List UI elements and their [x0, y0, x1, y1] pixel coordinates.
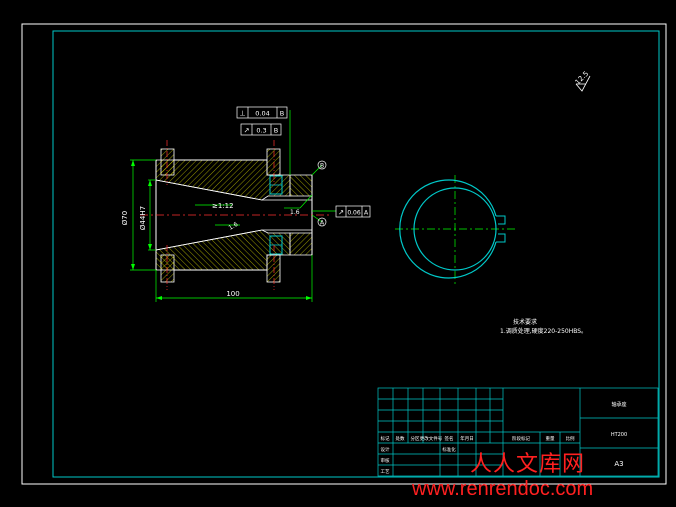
tb-label-5: 年月日 — [460, 435, 474, 442]
svg-text:0.06: 0.06 — [347, 210, 361, 217]
tolerance-frame-3: ↗ 0.06 A — [335, 205, 371, 218]
dim-taper: ≥1:12 — [212, 202, 234, 210]
tb-label-11: 审核 — [381, 457, 390, 464]
outer-ring — [399, 179, 497, 279]
dim-chamfer-2: 1.6 — [290, 209, 300, 216]
inner-frame — [52, 30, 660, 478]
tb-label-1: 处数 — [396, 435, 405, 442]
dim-length: 100 — [226, 290, 239, 298]
watermark-cn: 人人文库网 — [470, 452, 586, 477]
section-view — [140, 140, 330, 290]
svg-text:0.04: 0.04 — [255, 110, 269, 118]
tb-label-2: 分区 — [411, 435, 420, 442]
svg-text:A: A — [320, 220, 325, 227]
dim-bore: Ø44H7 — [139, 206, 147, 230]
datum-a: A — [317, 217, 327, 227]
tolerance-frame-2: ↗ 0.3 B — [240, 123, 282, 136]
inner-ring — [413, 187, 497, 271]
svg-text:⊥: ⊥ — [239, 110, 245, 118]
right-flange-bottom — [266, 254, 281, 283]
datum-b: B — [317, 160, 327, 170]
tb-material: HT200 — [611, 432, 627, 438]
tb-label-6: 设计 — [381, 446, 390, 453]
notes-line: 1.调质处理,硬度220-250HBS。 — [500, 327, 587, 335]
notes-title: 技术要求 — [513, 318, 537, 326]
right-boss-lower — [289, 232, 313, 256]
dim-outer-diameter: Ø70 — [121, 211, 129, 225]
svg-text:B: B — [280, 110, 284, 118]
tb-label-10: 比例 — [566, 435, 575, 442]
dimensions — [130, 110, 336, 302]
svg-text:0.3: 0.3 — [256, 127, 266, 135]
tb-sheet-size: A3 — [614, 460, 623, 468]
tb-label-4: 签名 — [445, 435, 454, 442]
dim-chamfer: 1.6 — [228, 221, 240, 232]
tb-label-0: 标记 — [381, 435, 390, 442]
tb-label-3: 更改文件号 — [420, 435, 443, 442]
tb-label-12: 工艺 — [381, 469, 390, 475]
right-boss-upper — [289, 174, 313, 197]
title-block — [377, 387, 659, 477]
watermark-url[interactable]: www.renrendoc.com — [412, 478, 594, 500]
right-flange-top — [266, 148, 281, 176]
tb-label-7: 标准化 — [442, 446, 456, 453]
svg-text:↗: ↗ — [244, 127, 250, 135]
tb-label-9: 重量 — [546, 435, 555, 442]
tb-part-name: 轴承座 — [611, 401, 626, 408]
outer-border — [21, 23, 667, 485]
svg-text:B: B — [274, 127, 278, 135]
svg-text:B: B — [320, 163, 324, 170]
svg-text:↗: ↗ — [338, 209, 344, 217]
surface-roughness-symbol: 12.5 — [574, 70, 591, 92]
tb-label-8: 阶段标记 — [512, 435, 530, 442]
end-view — [395, 175, 515, 285]
svg-text:A: A — [364, 210, 369, 217]
tolerance-frame-1: ⊥ 0.04 B — [236, 106, 288, 119]
